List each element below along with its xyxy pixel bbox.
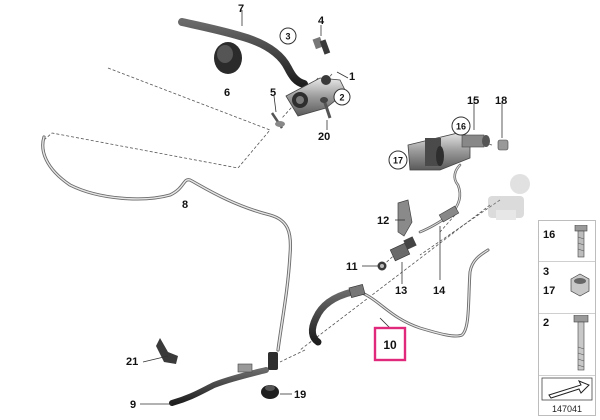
nut-icon (570, 273, 590, 297)
fastener-legend: 16 3 17 2 (538, 220, 596, 416)
callout-1: 1 (349, 71, 355, 83)
callout-17: 17 (388, 150, 408, 170)
callout-12: 12 (377, 215, 389, 227)
bolt-20 (320, 97, 332, 119)
callout-leaders (140, 10, 503, 405)
legend-label-3: 3 (543, 266, 550, 278)
bolt-2-icon (573, 315, 589, 371)
callout-15: 15 (467, 95, 479, 107)
master-cylinder-1 (285, 36, 347, 117)
callout-14: 14 (433, 285, 446, 297)
legend-label-17: 17 (543, 285, 556, 297)
diagram-number: 147041 (552, 404, 583, 414)
callout-7: 7 (238, 3, 244, 15)
legend-label-2: 2 (543, 317, 550, 329)
reservoir-cap-6 (214, 42, 242, 74)
hose-fitting (348, 283, 366, 299)
callout-4: 4 (318, 15, 325, 27)
circled-callouts: 3 2 16 17 (279, 27, 471, 170)
callout-20: 20 (318, 131, 330, 143)
clip-11 (377, 261, 387, 271)
legend-label-16: 16 (543, 229, 556, 241)
legend-row-2: 2 (539, 313, 595, 376)
callout-8: 8 (182, 199, 188, 211)
svg-text:2: 2 (339, 93, 344, 103)
pipe-14 (418, 163, 462, 234)
callout-21: 21 (126, 356, 138, 368)
pipe-10 (358, 248, 490, 338)
callout-9: 9 (130, 399, 136, 411)
callout-3: 3 (279, 27, 297, 45)
fitting-14 (438, 205, 460, 223)
fitting-13 (389, 236, 417, 262)
fitting-9 (237, 352, 278, 373)
callout-10-highlighted: 10 (373, 326, 407, 362)
bolt-5 (270, 112, 285, 129)
callout-16: 16 (451, 116, 471, 136)
svg-text:16: 16 (456, 122, 466, 132)
callout-13: 13 (395, 285, 407, 297)
concentric-slave-cylinder (407, 131, 490, 171)
callout-18: 18 (495, 95, 507, 107)
direction-arrow-icon (541, 377, 593, 401)
legend-row-16: 16 (539, 221, 595, 262)
svg-text:17: 17 (393, 156, 403, 166)
callout-5: 5 (270, 87, 276, 99)
callout-11: 11 (346, 261, 358, 273)
grommet-19 (261, 385, 279, 399)
faded-transmission-parts (488, 174, 530, 220)
callout-labels: 7 4 1 6 5 20 15 18 8 12 11 13 14 21 9 19 (126, 3, 507, 411)
rubber-hose (308, 288, 356, 346)
callout-19: 19 (294, 389, 306, 401)
bracket-12 (397, 199, 413, 237)
legend-row-arrow (539, 375, 595, 405)
bleed-valve-18 (497, 139, 509, 151)
hose-7 (178, 18, 308, 88)
legend-row-3-17: 3 17 (539, 261, 595, 314)
callout-2: 2 (333, 88, 351, 106)
clip-21 (156, 338, 178, 364)
svg-text:10: 10 (383, 338, 397, 352)
svg-text:3: 3 (285, 32, 290, 42)
screw-16-icon (574, 225, 588, 258)
hose-9 (169, 367, 269, 406)
pipe-8 (41, 135, 293, 352)
callout-6: 6 (224, 87, 230, 99)
